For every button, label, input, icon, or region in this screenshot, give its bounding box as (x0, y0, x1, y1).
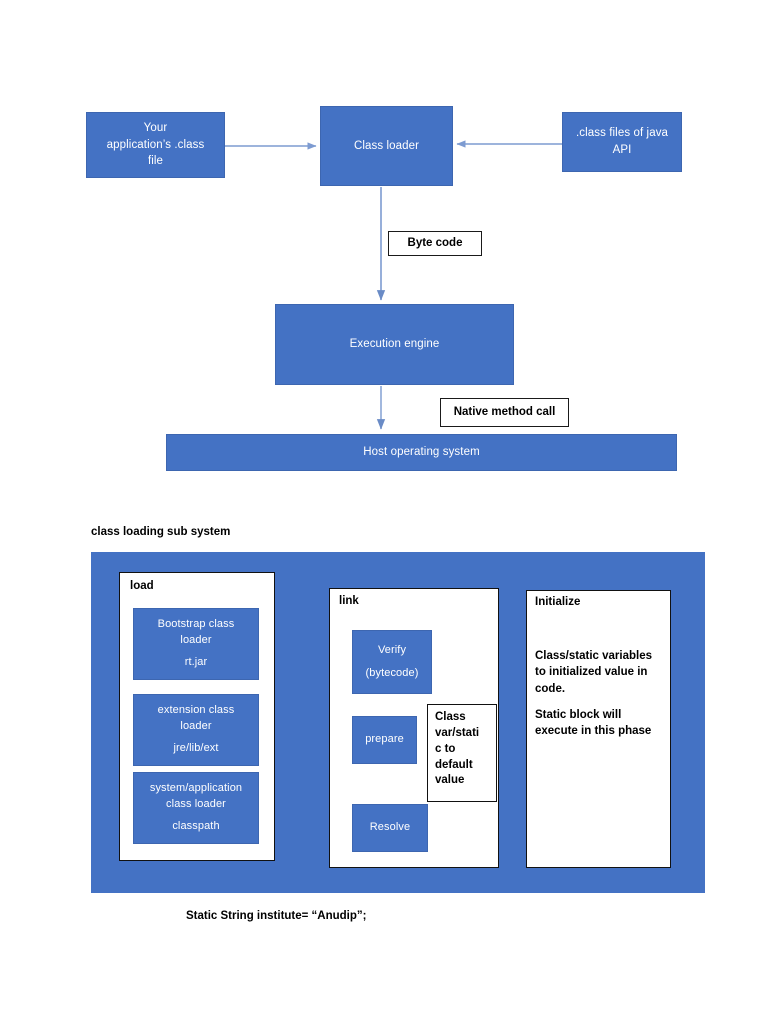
box-host-operating-system-label: Host operating system (363, 446, 480, 459)
label-byte-code: Byte code (388, 231, 482, 256)
box-prepare[interactable]: prepare (352, 716, 417, 764)
box-class-loader-label: Class loader (353, 139, 420, 152)
box-system-application-class-loader-spacer (138, 812, 254, 819)
box-resolve-label: Resolve (369, 821, 411, 834)
label-native-method-call-text: Native method call (453, 406, 556, 419)
caption-class-loading-sub-system-text: class loading sub system (91, 526, 231, 538)
panel-initialize-body: Class/static variables to initialized va… (535, 648, 661, 750)
box-extension-class-loader-spacer (138, 734, 254, 741)
footer-code-line: Static String institute= “Anudip”; (186, 910, 367, 922)
box-resolve[interactable]: Resolve (352, 804, 428, 852)
box-system-application-class-loader[interactable]: system/application class loader classpat… (133, 772, 259, 844)
box-verify-line-1: Verify (377, 643, 407, 656)
note-class-var-default-value-line-5: value (435, 774, 465, 787)
box-extension-class-loader-line-2: loader (180, 719, 212, 732)
box-extension-class-loader[interactable]: extension class loader jre/lib/ext (133, 694, 259, 766)
note-class-var-default-value-line-2: var/stati (435, 726, 480, 739)
box-your-application-class-file[interactable]: Your application’s .class file (86, 112, 225, 178)
label-byte-code-text: Byte code (407, 237, 463, 250)
panel-initialize-paragraph-1: Class/static variables to initialized va… (535, 650, 652, 695)
box-bootstrap-class-loader-line-2: loader (180, 633, 212, 646)
box-bootstrap-class-loader-spacer (138, 648, 254, 655)
box-host-operating-system[interactable]: Host operating system (166, 434, 677, 471)
box-execution-engine-label: Execution engine (349, 338, 440, 351)
panel-initialize-title: Initialize (535, 596, 581, 608)
box-bootstrap-class-loader[interactable]: Bootstrap class loader rt.jar (133, 608, 259, 680)
box-system-application-class-loader-line-1: system/application (149, 781, 243, 794)
box-extension-class-loader-line-4: jre/lib/ext (173, 742, 219, 755)
box-class-loader[interactable]: Class loader (320, 106, 453, 186)
footer-code-line-text: Static String institute= “Anudip”; (186, 910, 367, 922)
box-execution-engine[interactable]: Execution engine (275, 304, 514, 385)
box-bootstrap-class-loader-line-4: rt.jar (184, 656, 208, 669)
panel-load-title: load (130, 580, 154, 592)
box-system-application-class-loader-line-4: classpath (172, 820, 220, 833)
box-your-application-class-file-line-3: file (147, 155, 164, 168)
note-class-var-default-value-line-3: c to (435, 742, 456, 755)
box-verify-line-3: (bytecode) (365, 666, 419, 679)
note-class-var-default-value: Class var/stati c to default value (427, 704, 497, 802)
box-java-api-class-files-line-2: API (612, 144, 632, 156)
box-java-api-class-files-line-1: .class files of java (575, 127, 669, 140)
caption-class-loading-sub-system: class loading sub system (91, 526, 230, 538)
note-class-var-default-value-line-4: default (435, 758, 473, 771)
label-native-method-call: Native method call (440, 398, 569, 427)
panel-initialize-paragraph-2: Static block will execute in this phase (535, 708, 652, 738)
box-java-api-class-files[interactable]: .class files of java API (562, 112, 682, 172)
panel-link-title: link (339, 595, 359, 607)
box-extension-class-loader-line-1: extension class (157, 703, 235, 716)
note-class-var-default-value-line-1: Class (435, 711, 466, 723)
box-your-application-class-file-line-1: Your (143, 121, 168, 134)
box-verify[interactable]: Verify (bytecode) (352, 630, 432, 694)
box-system-application-class-loader-line-2: class loader (166, 797, 226, 810)
box-your-application-class-file-line-2: application’s .class (106, 138, 205, 151)
panel-initialize (526, 590, 671, 868)
box-verify-spacer (357, 659, 427, 666)
box-bootstrap-class-loader-line-1: Bootstrap class (157, 617, 235, 630)
box-prepare-label: prepare (365, 733, 404, 746)
